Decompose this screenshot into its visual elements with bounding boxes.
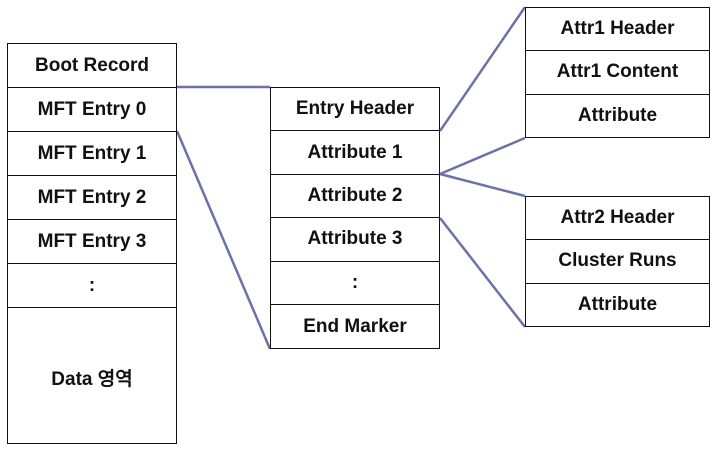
attribute-1-detail-box: Attr1 Header Attr1 Content Attribute <box>525 7 710 138</box>
data-area-cell: Data 영역 <box>51 368 133 390</box>
connector-attr2-to-attr2-top <box>439 172 526 198</box>
attr1-attribute-cell: Attribute <box>577 105 658 127</box>
attribute-3-cell: Attribute 3 <box>271 218 439 262</box>
attr2-header-cell: Attr2 Header <box>526 197 709 241</box>
mft-ellipsis-cell: : <box>8 264 176 308</box>
mft-entry-1-cell: MFT Entry 1 <box>8 132 176 176</box>
entry-ellipsis-cell: : <box>271 262 439 305</box>
connector-attr1-to-attr1-bottom <box>439 136 526 176</box>
mft-entry-2-cell: MFT Entry 2 <box>8 176 176 220</box>
connector-mft0-to-entry-bottom <box>175 130 272 350</box>
mft-layout-column: Boot Record MFT Entry 0 MFT Entry 1 MFT … <box>7 43 177 444</box>
connector-attr3-to-attr2-bottom <box>439 217 526 328</box>
attribute-2-cell: Attribute 2 <box>271 175 439 219</box>
mft-entry-0-cell: MFT Entry 0 <box>8 88 176 132</box>
connector-attr1-to-attr1-top <box>438 6 527 132</box>
attr2-attribute-cell: Attribute <box>577 294 658 316</box>
attr1-content-cell: Attr1 Content <box>526 51 709 95</box>
attr1-header-cell: Attr1 Header <box>526 8 709 52</box>
boot-record-cell: Boot Record <box>8 44 176 88</box>
end-marker-cell: End Marker <box>303 315 407 337</box>
attribute-1-cell: Attribute 1 <box>271 131 439 175</box>
attribute-2-detail-box: Attr2 Header Cluster Runs Attribute <box>525 196 710 327</box>
mft-entry-3-cell: MFT Entry 3 <box>8 220 176 264</box>
entry-header-cell: Entry Header <box>271 88 439 132</box>
mft-entry-structure-column: Entry Header Attribute 1 Attribute 2 Att… <box>270 87 440 349</box>
cluster-runs-cell: Cluster Runs <box>526 240 709 284</box>
